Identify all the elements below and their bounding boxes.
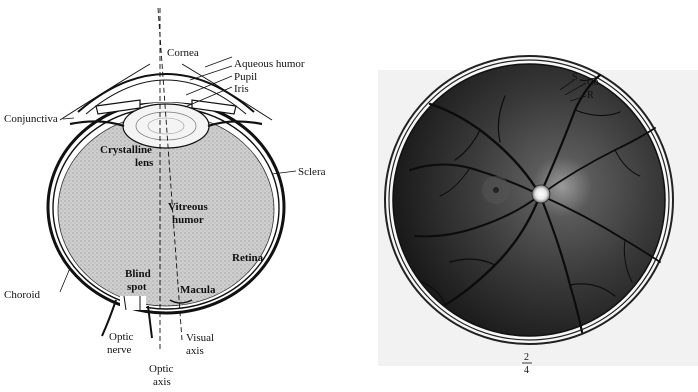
label-aqueous-humor: Aqueous humor	[234, 58, 305, 70]
label-r: R	[587, 90, 594, 101]
label-pupil: Pupil	[234, 71, 257, 83]
label-conjunctiva: Conjunctiva	[4, 113, 58, 125]
label-lens: lens	[135, 157, 154, 169]
label-choroid: Choroid	[4, 289, 41, 301]
fundus-view: S Ch R 2 4	[378, 56, 698, 376]
label-humor: humor	[172, 214, 204, 226]
label-optic-nerve-2: nerve	[107, 344, 132, 356]
fundus-fovea	[493, 187, 499, 193]
label-iris: Iris	[234, 83, 249, 95]
label-ch: Ch	[587, 77, 599, 88]
label-optic-nerve-1: Optic	[109, 331, 134, 343]
label-blind: Blind	[125, 268, 151, 280]
label-retina: Retina	[232, 252, 264, 264]
label-optic-axis-2: axis	[153, 376, 171, 388]
label-spot: spot	[127, 281, 147, 293]
fraction-denominator: 4	[524, 365, 529, 376]
label-macula: Macula	[180, 284, 216, 296]
label-cornea: Cornea	[167, 47, 199, 59]
optic-disc	[532, 185, 550, 203]
label-optic-axis-1: Optic	[149, 363, 174, 375]
fraction-numerator: 2	[524, 352, 529, 363]
label-vitreous: Vitreous	[168, 201, 208, 213]
label-crystalline: Crystalline	[100, 144, 152, 156]
label-visual-axis-2: axis	[186, 345, 204, 357]
label-visual-axis-1: Visual	[186, 332, 214, 344]
label-s: S	[572, 72, 578, 83]
label-sclera: Sclera	[298, 166, 326, 178]
